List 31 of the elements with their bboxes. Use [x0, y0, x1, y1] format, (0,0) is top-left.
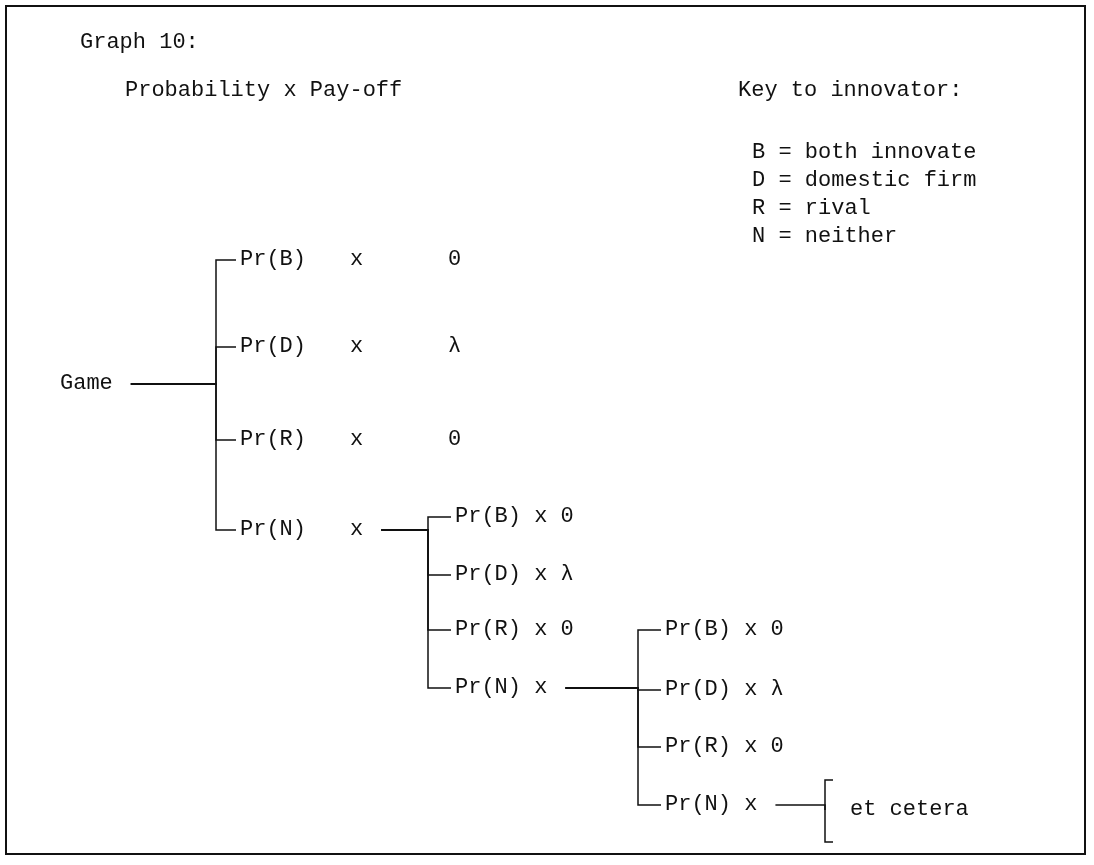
probability-term: Pr(D) — [240, 333, 306, 361]
probability-term: Pr(N) — [240, 516, 306, 544]
payoff-value: 0 — [448, 246, 462, 274]
outcome-term: Pr(N) x — [451, 674, 552, 702]
key-heading: Key to innovator: — [738, 78, 963, 105]
times-sign: x — [350, 426, 364, 454]
tree-branch-line — [380, 529, 452, 689]
root-label: Game — [56, 370, 117, 398]
times-sign: x — [350, 516, 364, 544]
payoff-value: λ — [448, 333, 462, 361]
probability-term: Pr(B) — [240, 246, 306, 274]
outcome-term: Pr(D) x λ — [661, 676, 788, 704]
outcome-term: Pr(B) x 0 — [451, 503, 578, 531]
outcome-term: Pr(R) x 0 — [451, 616, 578, 644]
key-entry: N = neither — [752, 224, 898, 251]
key-entry: B = both innovate — [752, 140, 977, 167]
outcome-term: Pr(B) x 0 — [661, 616, 788, 644]
tree-branch-line — [564, 687, 662, 806]
outcome-term: Pr(R) x 0 — [661, 733, 788, 761]
outcome-term: Pr(N) x — [661, 791, 762, 819]
key-entry: D = domestic firm — [752, 168, 977, 195]
tree-branch-line — [130, 383, 237, 531]
times-sign: x — [350, 246, 364, 274]
continuation-label: et cetera — [825, 796, 973, 824]
graph-title: Graph 10: — [80, 30, 199, 57]
key-entry: R = rival — [752, 196, 871, 223]
probability-term: Pr(R) — [240, 426, 306, 454]
times-sign: x — [350, 333, 364, 361]
payoff-value: 0 — [448, 426, 462, 454]
column-heading: Probability x Pay-off — [125, 78, 403, 105]
outcome-term: Pr(D) x λ — [451, 561, 578, 589]
